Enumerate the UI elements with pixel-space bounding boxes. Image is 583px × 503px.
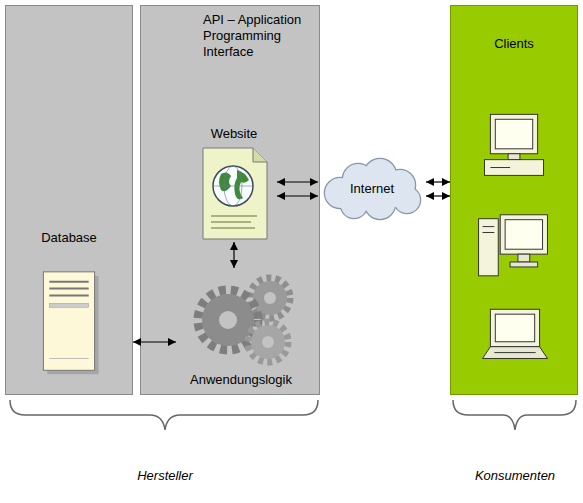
website-node: Website [191,124,277,242]
node-text: API – Application Programming Interface [203,12,303,60]
computers-icon [451,6,577,394]
connector-line [277,181,318,182]
node-text: Internet [350,181,394,197]
logic-node: Anwendungslogik [176,268,306,392]
group-label: Hersteller [137,468,193,483]
connector-line [133,341,176,342]
connector [277,182,318,196]
connector [234,242,235,268]
internet-cloud: Internet [318,157,426,221]
curly-brace [453,400,576,430]
node-text: Database [41,230,97,246]
connector [133,342,176,343]
node-text: Anwendungslogik [190,372,292,388]
api-panel: API – Application Programming Interface … [140,5,320,395]
connector-line [233,242,234,268]
connector-line [426,181,450,182]
clients-panel: Clients [450,5,578,395]
server-icon [6,6,132,394]
database-panel: Database [5,5,133,395]
curly-brace [10,400,318,430]
node-text: Website [211,126,258,142]
connector-line [426,195,450,196]
connector-line [277,195,318,196]
connector [426,182,450,196]
node-text: Clients [494,36,534,52]
group-label: Konsumenten [475,468,555,483]
webpage-icon [191,124,277,242]
